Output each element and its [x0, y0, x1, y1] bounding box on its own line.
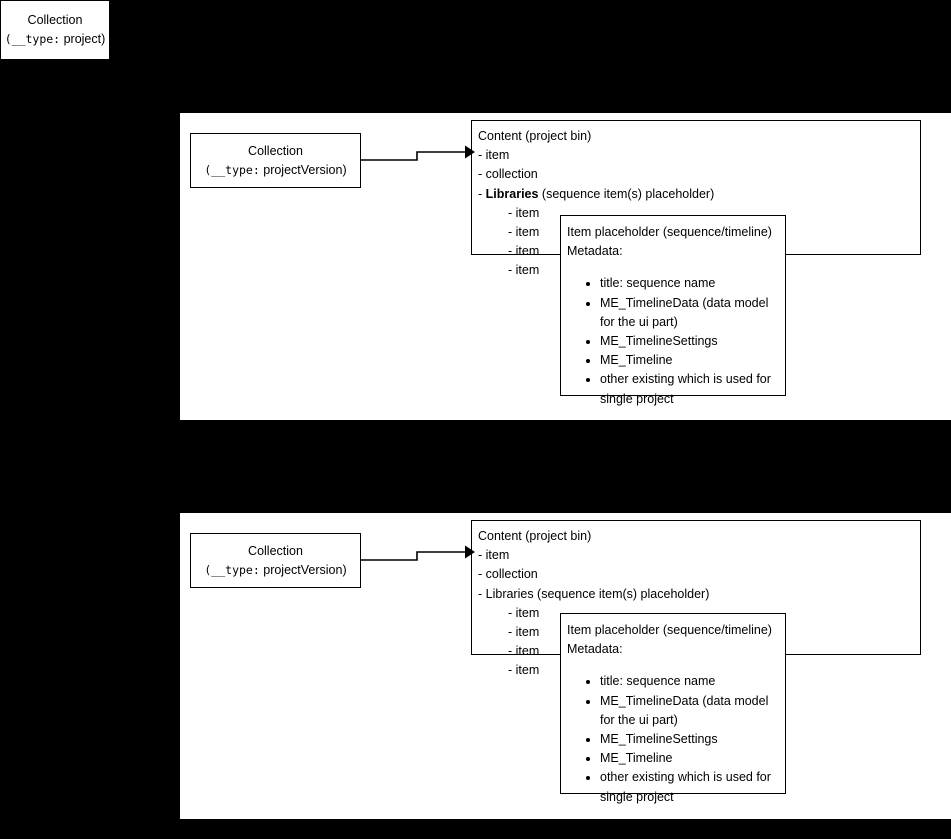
- collection-box-bottom-type-prefix: (__type:: [204, 562, 260, 577]
- content-box-bottom-subitem-4: - item: [508, 663, 540, 678]
- diagram-panel-top: Collection (__type: projectVersion) Cont…: [180, 113, 951, 438]
- content-box-top-heading: Content (project bin): [478, 129, 592, 143]
- item-placeholder-box-top[interactable]: Item placeholder (sequence/timeline) Met…: [560, 215, 786, 438]
- header-collection-type-prefix: (__type:: [4, 32, 61, 46]
- list-item: other existing which is used for single …: [600, 768, 785, 806]
- content-box-bottom-heading: Content (project bin): [478, 529, 592, 543]
- content-box-bottom-line-collection: - collection: [478, 567, 538, 582]
- content-box-bottom-libraries-label: Libraries: [485, 586, 534, 601]
- collection-box-bottom-type-value: projectVersion): [259, 562, 347, 577]
- list-item: ME_Timeline: [600, 749, 785, 768]
- content-box-top-subitem-1: - item: [508, 205, 540, 220]
- content-box-top-line-libraries: - Libraries (sequence item(s) placeholde…: [478, 185, 920, 204]
- item-placeholder-box-top-title: Item placeholder (sequence/timeline): [567, 225, 772, 239]
- collection-box-bottom-type: (__type: projectVersion): [204, 561, 346, 580]
- list-item: ME_TimelineSettings: [600, 730, 785, 749]
- content-box-top-line-item: - item: [478, 148, 510, 163]
- list-item: ME_TimelineSettings: [600, 332, 785, 351]
- diagram-panel-bottom: Collection (__type: projectVersion) Cont…: [180, 513, 951, 836]
- header-collection-chip: Collection (__type: project): [0, 0, 110, 60]
- item-placeholder-box-top-group-metadata: Group Metadata: marker: [567, 423, 704, 438]
- content-box-top-libraries-suffix: (sequence item(s) placeholder): [538, 186, 715, 201]
- item-placeholder-box-bottom-bullet-list: title: sequence name ME_TimelineData (da…: [567, 672, 785, 806]
- content-box-top-subitem-3: - item: [508, 244, 540, 259]
- connector-arrow-top-head: [465, 145, 475, 159]
- list-item: ME_Timeline: [600, 351, 785, 370]
- list-item: ME_TimelineData (data model for the ui p…: [600, 294, 785, 332]
- content-box-bottom-subitem-3: - item: [508, 644, 540, 659]
- item-placeholder-box-bottom-title: Item placeholder (sequence/timeline): [567, 623, 772, 637]
- connector-arrow-top: [361, 145, 475, 161]
- content-box-bottom-subitem-2: - item: [508, 625, 540, 640]
- connector-arrow-bottom-path: [361, 551, 465, 561]
- header-collection-type-value: project): [60, 32, 106, 46]
- list-item: title: sequence name: [600, 274, 785, 293]
- content-box-top-libraries-label: Libraries: [485, 186, 539, 201]
- list-item: ME_TimelineData (data model for the ui p…: [600, 692, 785, 730]
- collection-box-top-title: Collection: [248, 143, 303, 158]
- item-placeholder-box-top-metadata-label: Metadata:: [567, 244, 623, 259]
- content-box-bottom-line-libraries: - Libraries (sequence item(s) placeholde…: [478, 585, 920, 604]
- connector-arrow-top-path: [361, 151, 465, 161]
- content-box-bottom-subitem-1: - item: [508, 605, 540, 620]
- connector-arrow-bottom: [361, 545, 475, 561]
- content-box-top-libraries-prefix: -: [478, 186, 486, 201]
- item-placeholder-box-top-bullet-list: title: sequence name ME_TimelineData (da…: [567, 274, 785, 408]
- content-box-top-subitem-4: - item: [508, 263, 540, 278]
- content-box-top-subitem-2: - item: [508, 225, 540, 240]
- content-box-bottom-libraries-suffix: (sequence item(s) placeholder): [533, 586, 710, 601]
- item-placeholder-box-bottom-group-metadata: Group Metadata: marker: [567, 821, 704, 836]
- collection-box-bottom-title: Collection: [248, 543, 303, 558]
- item-placeholder-box-bottom-metadata-label: Metadata:: [567, 642, 623, 657]
- collection-box-top-type-value: projectVersion): [259, 162, 347, 177]
- connector-arrow-bottom-head: [465, 545, 475, 559]
- content-box-bottom-libraries-prefix: -: [478, 586, 486, 601]
- collection-box-top[interactable]: Collection (__type: projectVersion): [190, 133, 361, 188]
- collection-box-top-type: (__type: projectVersion): [204, 161, 346, 180]
- header-collection-type: (__type: project): [5, 30, 106, 49]
- header-collection-title: Collection: [27, 13, 83, 27]
- content-box-bottom-line-item: - item: [478, 548, 510, 563]
- list-item: title: sequence name: [600, 672, 785, 691]
- collection-box-bottom[interactable]: Collection (__type: projectVersion): [190, 533, 361, 588]
- content-box-top-line-collection: - collection: [478, 167, 538, 182]
- item-placeholder-box-bottom[interactable]: Item placeholder (sequence/timeline) Met…: [560, 613, 786, 836]
- list-item: other existing which is used for single …: [600, 370, 785, 408]
- collection-box-top-type-prefix: (__type:: [204, 162, 260, 177]
